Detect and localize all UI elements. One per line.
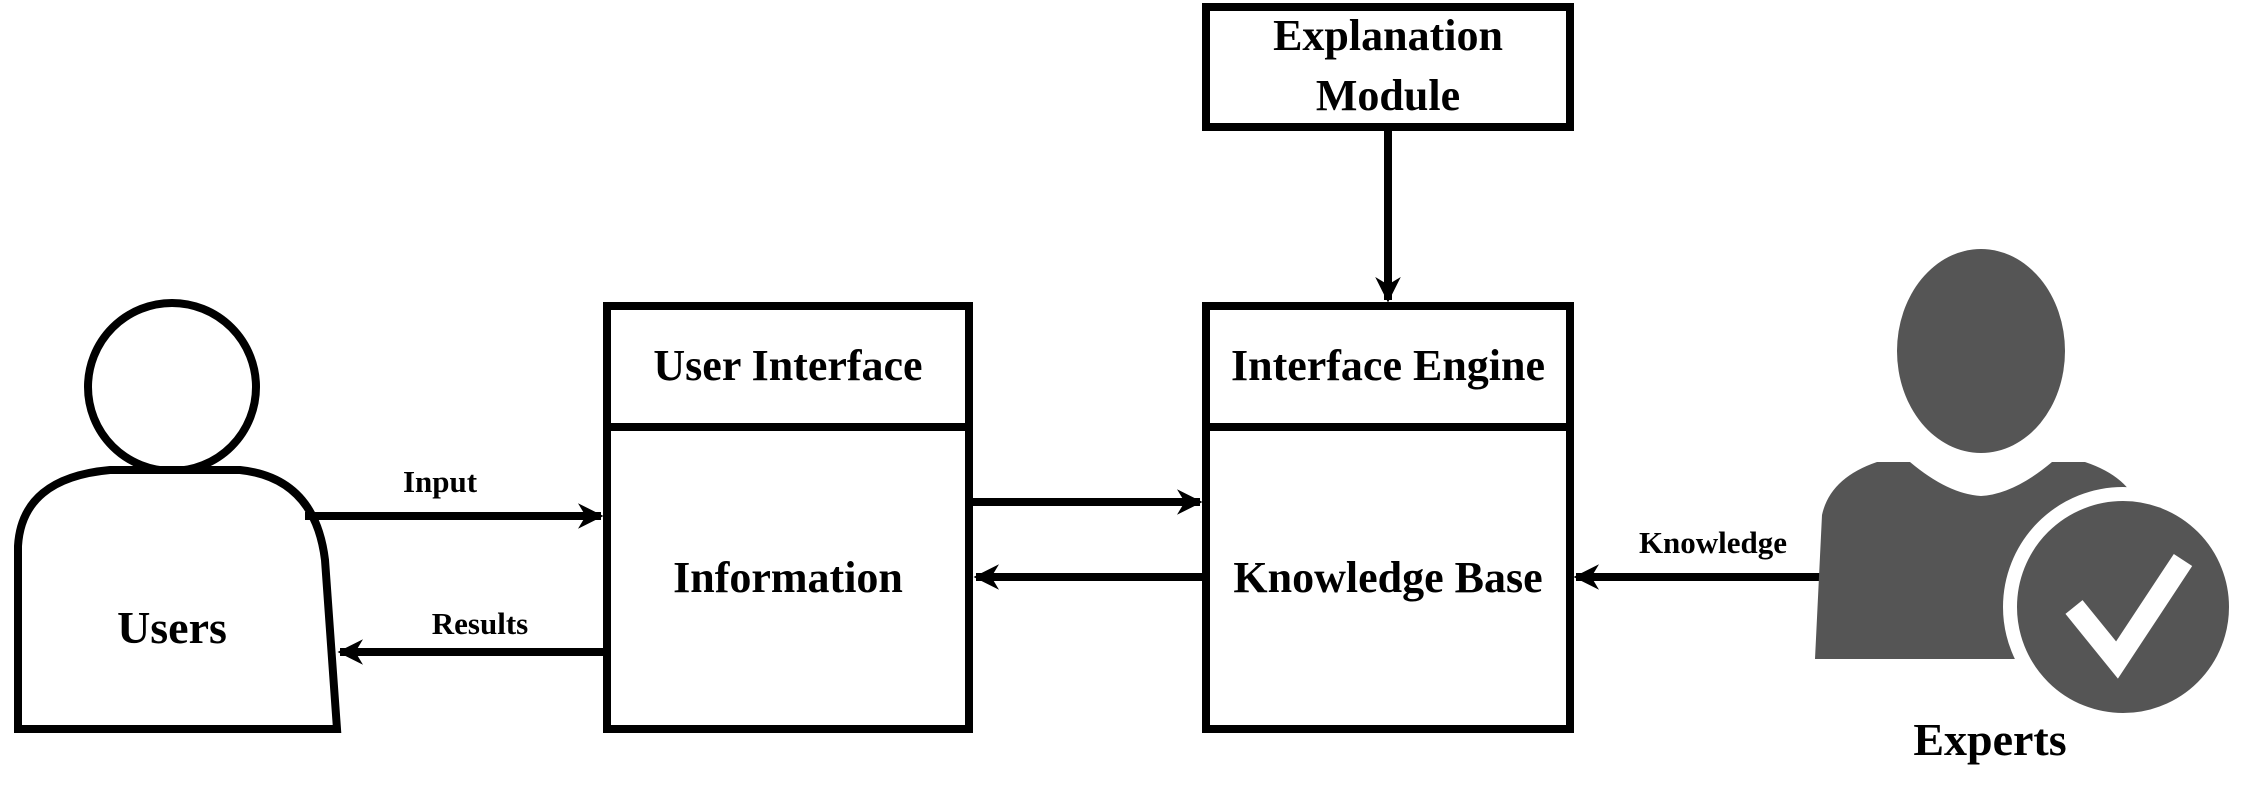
verified-badge-icon: [2003, 487, 2241, 727]
interface-engine-title: Interface Engine: [1230, 341, 1546, 390]
experts-head-icon: [1897, 249, 2065, 453]
explanation-module-title-line1: Explanation: [1273, 11, 1503, 60]
user-interface-box: [603, 302, 973, 733]
users-body-icon: [14, 466, 342, 733]
knowledge-arrow-label: Knowledge: [1638, 525, 1788, 560]
results-arrow-label: Results: [431, 606, 529, 641]
users-label: Users: [117, 602, 227, 653]
explanation-module-title-line2: Module: [1315, 71, 1461, 120]
user-interface-title: User Interface: [653, 341, 923, 390]
experts-label: Experts: [1913, 714, 2067, 765]
users-head-icon: [84, 299, 260, 475]
user-interface-body: Information: [673, 553, 903, 602]
input-arrow-label: Input: [402, 464, 478, 499]
experts-icon: [1815, 249, 2241, 727]
users-icon: [14, 299, 342, 733]
explanation-module-box: [1202, 3, 1574, 131]
checkmark-icon: [2065, 553, 2193, 679]
interface-engine-box: [1202, 302, 1574, 733]
knowledge-base-label: Knowledge Base: [1233, 553, 1543, 602]
